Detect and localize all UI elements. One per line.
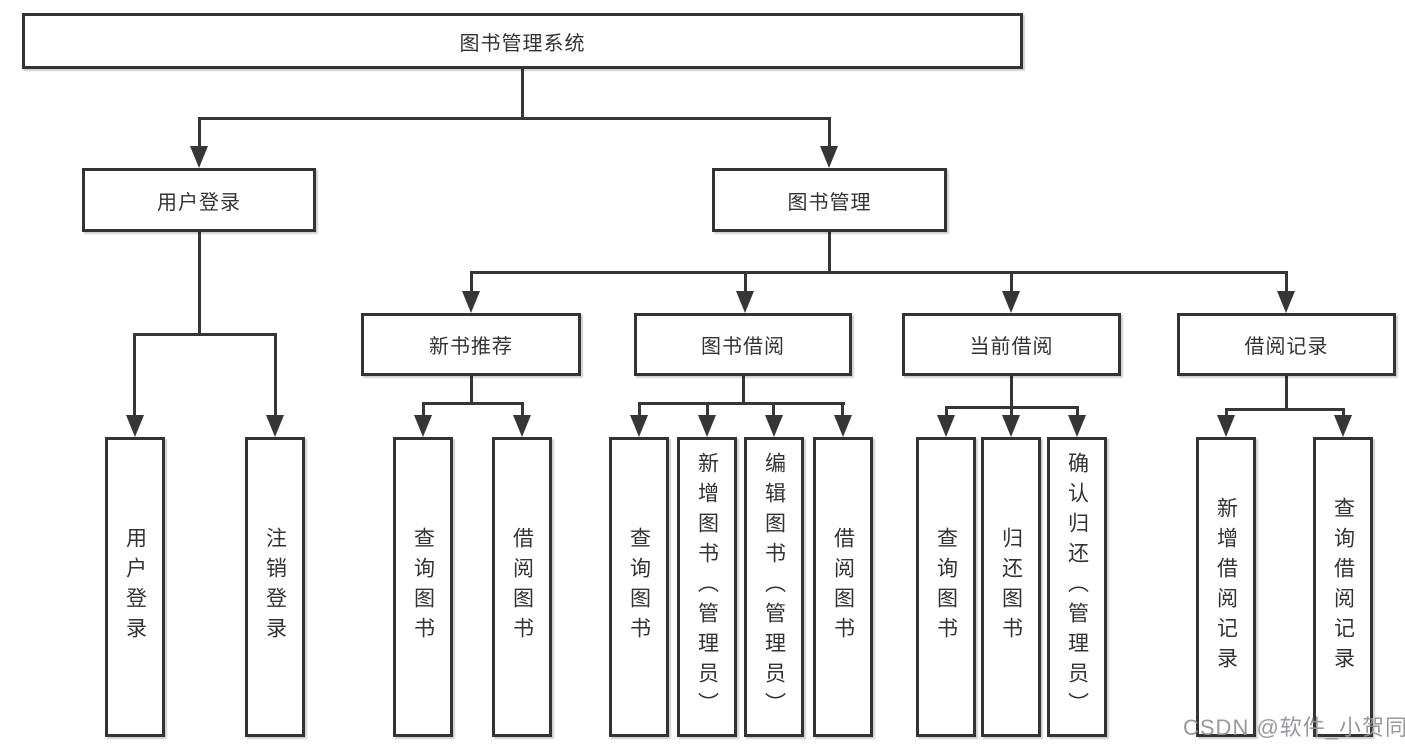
arrowhead-icon xyxy=(937,415,955,437)
connector-line xyxy=(638,402,641,417)
node-root-system: 图书管理系统 xyxy=(22,13,1023,69)
connector-line xyxy=(1010,271,1013,293)
connector-line xyxy=(828,117,831,148)
connector-line xyxy=(638,402,845,405)
connector-line xyxy=(742,376,745,405)
arrowhead-icon xyxy=(820,146,838,168)
connector-line xyxy=(1010,376,1013,409)
connector-line xyxy=(470,271,1287,274)
connector-line xyxy=(772,402,775,417)
connector-line xyxy=(1285,271,1288,293)
connector-line xyxy=(470,376,473,405)
arrowhead-icon xyxy=(190,146,208,168)
leaf-cb-return-books: 归还图书 xyxy=(981,437,1041,737)
connector-line xyxy=(470,271,473,293)
leaf-bb-query-books: 查询图书 xyxy=(609,437,669,737)
leaf-bb-borrow-books: 借阅图书 xyxy=(813,437,873,737)
node-current-borrow: 当前借阅 xyxy=(902,313,1121,376)
leaf-bb-add-books-admin: 新增图书（管理员） xyxy=(677,437,737,737)
leaf-bb-edit-books-admin: 编辑图书（管理员） xyxy=(744,437,804,737)
node-book-management: 图书管理 xyxy=(712,168,947,232)
connector-line xyxy=(1076,406,1079,417)
connector-line xyxy=(744,271,747,293)
node-borrow-records: 借阅记录 xyxy=(1177,313,1396,376)
arrowhead-icon xyxy=(1002,415,1020,437)
connector-line xyxy=(274,333,277,417)
connector-line xyxy=(1285,376,1288,411)
connector-line xyxy=(133,333,136,417)
leaf-br-query-record: 查询借阅记录 xyxy=(1313,437,1373,737)
csdn-watermark: CSDN @软件_小贺同学 xyxy=(1183,715,1405,740)
node-book-borrow: 图书借阅 xyxy=(634,313,852,376)
arrowhead-icon xyxy=(1334,415,1352,437)
connector-line xyxy=(521,402,524,417)
arrowhead-icon xyxy=(736,291,754,313)
connector-line xyxy=(422,402,425,417)
leaf-cb-confirm-return-admin: 确认归还（管理员） xyxy=(1047,437,1107,737)
arrowhead-icon xyxy=(698,415,716,437)
connector-line xyxy=(198,232,201,335)
connector-line xyxy=(198,117,831,120)
leaf-cb-query-books: 查询图书 xyxy=(916,437,976,737)
arrowhead-icon xyxy=(630,415,648,437)
connector-line xyxy=(198,117,201,148)
arrowhead-icon xyxy=(414,415,432,437)
connector-line xyxy=(1010,406,1013,417)
leaf-nbr-query-books: 查询图书 xyxy=(393,437,453,737)
arrowhead-icon xyxy=(462,291,480,313)
node-new-book-recommend: 新书推荐 xyxy=(361,313,581,376)
connector-line xyxy=(706,402,709,417)
connector-line xyxy=(945,406,948,417)
connector-line xyxy=(841,402,844,417)
connector-line xyxy=(828,232,831,273)
connector-line xyxy=(422,402,524,405)
arrowhead-icon xyxy=(513,415,531,437)
arrowhead-icon xyxy=(765,415,783,437)
arrowhead-icon xyxy=(126,415,144,437)
leaf-br-add-record: 新增借阅记录 xyxy=(1196,437,1256,737)
leaf-nbr-borrow-books: 借阅图书 xyxy=(492,437,552,737)
arrowhead-icon xyxy=(1217,415,1235,437)
connector-line xyxy=(1225,408,1345,411)
connector-line xyxy=(1342,408,1345,417)
arrowhead-icon xyxy=(1277,291,1295,313)
node-user-login: 用户登录 xyxy=(82,168,316,232)
arrowhead-icon xyxy=(266,415,284,437)
connector-line xyxy=(133,333,277,336)
leaf-logout: 注销登录 xyxy=(245,437,305,737)
arrowhead-icon xyxy=(834,415,852,437)
arrowhead-icon xyxy=(1068,415,1086,437)
leaf-user-login: 用户登录 xyxy=(105,437,165,737)
connector-line xyxy=(1225,408,1228,417)
arrowhead-icon xyxy=(1002,291,1020,313)
connector-line xyxy=(521,69,524,119)
